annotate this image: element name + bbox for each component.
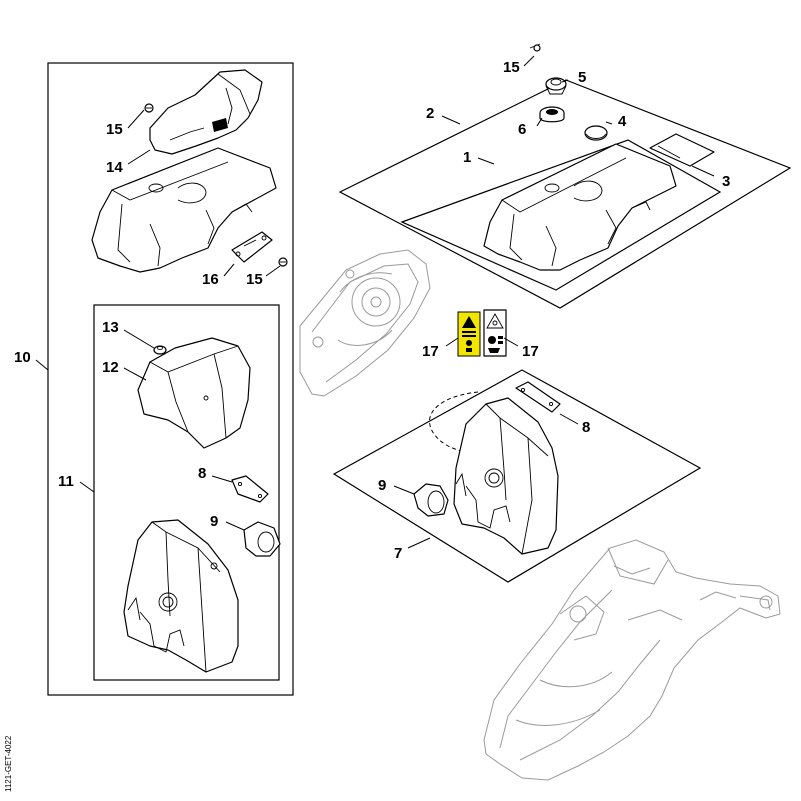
kit-frame-7 xyxy=(332,369,702,583)
callout-9-left: 9 xyxy=(210,513,218,530)
warning-label-icon xyxy=(462,316,476,352)
part-7-chain-cover[interactable] xyxy=(453,397,559,555)
callout-3: 3 xyxy=(722,173,730,190)
part-17-label-symbols[interactable] xyxy=(483,309,507,357)
part-8-plate-right[interactable] xyxy=(515,381,561,413)
part-11-chain-cover[interactable] xyxy=(123,519,239,673)
part-16-plate[interactable] xyxy=(231,231,273,263)
callout-15-top: 15 xyxy=(503,59,520,76)
callout-2: 2 xyxy=(426,105,434,122)
safety-symbol-label-icon xyxy=(486,313,504,353)
part-9-knob-left[interactable] xyxy=(243,521,281,557)
callout-7: 7 xyxy=(394,545,402,562)
callout-5: 5 xyxy=(578,69,586,86)
callout-12: 12 xyxy=(102,359,119,376)
chain-sprocket-housing xyxy=(299,249,431,397)
part-13-nut[interactable] xyxy=(153,345,167,355)
part-12-cover[interactable] xyxy=(137,337,251,449)
part-5-grommet[interactable] xyxy=(545,77,567,95)
part-14-cover-top[interactable] xyxy=(149,69,263,155)
callout-1: 1 xyxy=(463,149,471,166)
part-3-plate[interactable] xyxy=(649,133,715,167)
drawing-code-text: 1121-GET-4022 xyxy=(4,735,13,792)
callout-15-left-bottom: 15 xyxy=(246,271,263,288)
part-9-knob-right[interactable] xyxy=(413,483,449,517)
leader-lines xyxy=(35,55,715,549)
chainsaw-housing xyxy=(483,539,781,781)
callout-4: 4 xyxy=(618,113,627,130)
part-17-label-warning[interactable] xyxy=(457,311,481,357)
callout-8-left: 8 xyxy=(198,465,206,482)
callout-labels: 15 5 6 4 2 1 3 15 14 16 15 10 13 12 11 8… xyxy=(14,59,730,562)
drawing-code: 1121-GET-4022 xyxy=(2,700,18,795)
callout-16: 16 xyxy=(202,271,219,288)
callout-11: 11 xyxy=(58,473,74,490)
kit-frame-10 xyxy=(47,62,294,696)
callout-10: 10 xyxy=(14,349,31,366)
part-15-screw-a[interactable] xyxy=(144,103,154,113)
callout-8-right: 8 xyxy=(582,419,590,436)
part-1-cover[interactable] xyxy=(483,143,677,271)
part-sprocket-cover-left[interactable] xyxy=(91,147,277,273)
callout-17-right: 17 xyxy=(522,343,539,360)
callout-17-left: 17 xyxy=(422,343,439,360)
part-4-cap[interactable] xyxy=(584,125,608,141)
part-15-screw-b[interactable] xyxy=(278,257,288,267)
callout-6: 6 xyxy=(518,121,526,138)
kit-frame-1 xyxy=(400,139,722,291)
callout-9-right: 9 xyxy=(378,477,386,494)
part-8-plate-left[interactable] xyxy=(231,475,269,503)
kit-frame-11 xyxy=(93,304,280,681)
callout-13: 13 xyxy=(102,319,119,336)
part-6-bushing[interactable] xyxy=(539,106,565,123)
kit-frame-2 xyxy=(338,79,792,309)
callout-14: 14 xyxy=(106,159,123,176)
callout-15-left-top: 15 xyxy=(106,121,123,138)
part-15-screw-c[interactable] xyxy=(529,43,541,52)
